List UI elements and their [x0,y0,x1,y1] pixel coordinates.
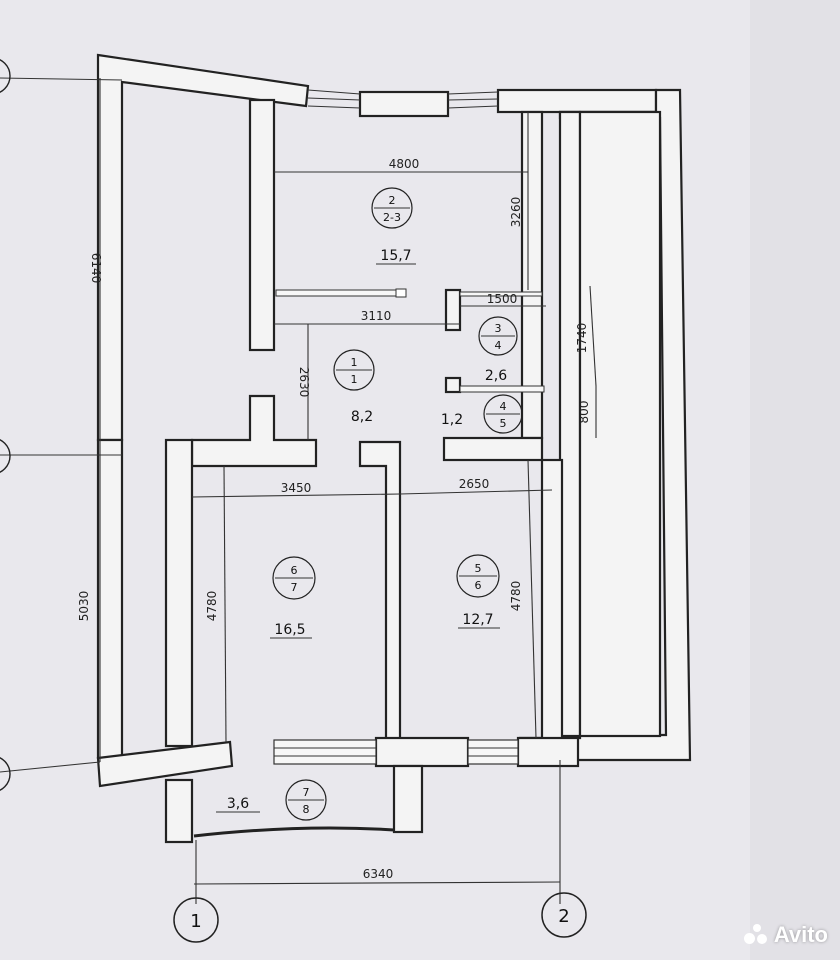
window-bottom-right [467,739,519,765]
wall-bottom-left [96,740,234,788]
room-badge-1: 1 1 [333,349,375,391]
wall-stair-box [578,110,662,738]
avito-logo-icon [743,924,770,946]
room-4-sub: 5 [500,417,507,430]
walls [96,53,692,844]
axis-2-label: 2 [558,906,569,927]
dim-top-room-depth: 3260 [509,197,523,228]
dim-top-room-width: 4800 [389,157,420,171]
wall-top-right [496,88,658,114]
room-6-number: 6 [291,564,298,577]
room-7-sub: 8 [303,803,310,816]
room-badge-7: 7 8 [285,779,327,821]
dimension-lines [0,77,597,904]
room-badge-4: 4 5 [483,394,523,434]
room-1-area: 8,2 [351,409,373,425]
dim-bottom-total: 6340 [363,867,394,881]
wall-closet-partition-b [444,376,462,394]
room-1-number: 1 [351,356,358,369]
wall-bedroom-right [540,458,564,744]
wall-bedroom-left [164,438,194,748]
window-top-left [307,89,361,109]
room-badge-2: 2 2-3 [371,187,413,229]
axis-1-label: 1 [190,911,201,932]
room-7-area: 3,6 [227,796,249,812]
room-1-sub: 1 [351,373,358,386]
room-6-sub: 7 [291,581,298,594]
room-7-number: 7 [303,786,310,799]
dim-room-left-width: 3450 [281,481,312,495]
wall-bedrooms-divider [358,440,402,742]
windows [193,89,545,838]
room-2-area: 15,7 [380,248,411,264]
wall-balcony-right [392,764,424,834]
dim-left-lower: 5030 [77,591,91,622]
room-3-sub: 4 [495,339,502,352]
room-4-area: 1,2 [441,412,463,428]
room-badge-5: 5 6 [456,554,500,598]
room-5-area: 12,7 [462,612,493,628]
axis-marker-2: 2 [541,892,587,938]
wall-bottom-pier [374,736,470,768]
dim-closet-width: 1500 [487,292,518,306]
room-2-number: 2 [389,194,396,207]
wall-hall-notch [190,394,318,468]
window-top-right [447,91,499,109]
wall-top-room-left [248,98,276,352]
dim-room-left-depth: 4780 [205,591,219,622]
dim-room-right-depth: 4780 [509,581,523,612]
dim-left-total: 6140 [89,253,103,284]
wall-bottom-right [516,736,580,768]
room-2-sub: 2-3 [383,211,401,224]
avito-watermark-text: Avito [773,922,828,947]
wall-closet-bottom [442,436,544,462]
room-badge-6: 6 7 [272,556,316,600]
room-3-area: 2,6 [485,368,507,384]
dim-hall-depth: 2630 [297,367,311,398]
room-5-sub: 6 [475,579,482,592]
window-bottom-left [273,739,377,765]
room-4-number: 4 [500,400,507,413]
wall-balcony-left [164,778,194,844]
wall-left-lower [96,438,124,760]
wall-top-pier [358,90,450,118]
dim-room-right-width: 2650 [459,477,490,491]
avito-watermark: Avito [743,922,828,948]
dim-right-lower: 800 [577,401,591,424]
wall-left-exterior [96,53,310,442]
room-5-number: 5 [475,562,482,575]
dim-right-upper: 1740 [575,323,589,354]
room-6-area: 16,5 [274,622,305,638]
room-3-number: 3 [495,322,502,335]
room-badge-3: 3 4 [478,316,518,356]
axis-marker-1: 1 [173,897,219,943]
dim-hall-width: 3110 [361,309,392,323]
wall-closet-partition-a [444,288,462,332]
